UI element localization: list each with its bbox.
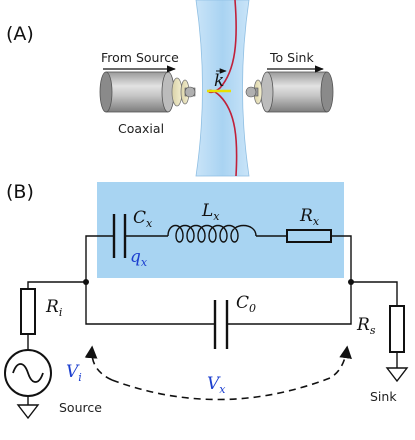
inductor-lx-coil — [167, 224, 257, 243]
resistor-rx — [286, 229, 332, 243]
c0-branch-wire-left — [85, 282, 214, 325]
k-vector-label: k — [214, 71, 224, 91]
source-branch-wire — [27, 281, 86, 289]
resistor-rx-label: Rx — [299, 206, 320, 228]
resistor-ri-label: Ri — [45, 297, 62, 319]
to-sink-label: To Sink — [269, 50, 314, 65]
sink-branch-wire — [351, 281, 398, 306]
coaxial-label: Coaxial — [118, 121, 164, 136]
source-ground-icon — [16, 404, 40, 420]
resistor-rs — [389, 305, 405, 353]
voltage-source-vi — [4, 349, 52, 397]
charge-qx-label: qx — [130, 247, 148, 269]
panel-a-label: (A) — [6, 23, 34, 45]
resistor-ri — [20, 288, 36, 335]
panel-b-label: (B) — [6, 181, 34, 203]
sink-label: Sink — [370, 389, 397, 404]
right-coaxial-cable — [245, 71, 334, 113]
inductor-lx-label: Lx — [201, 201, 220, 223]
voltage-vx-label: Vx — [207, 374, 226, 396]
top-branch-wire-left — [85, 235, 113, 282]
vx-dashed-arc — [111, 345, 352, 401]
vx-dashed-arrow — [84, 345, 113, 381]
sink-ground-icon — [385, 367, 409, 383]
resistor-rs-label: Rs — [356, 315, 376, 337]
c0-branch-wire-right — [228, 282, 352, 325]
capacitor-c0-label: C0 — [236, 293, 256, 315]
from-source-label: From Source — [101, 50, 179, 65]
capacitor-cx-label: Cx — [133, 208, 153, 230]
source-label: Source — [59, 400, 102, 415]
left-coaxial-cable — [99, 71, 196, 113]
top-branch-wire-end — [331, 235, 352, 282]
voltage-vi-label: Vi — [66, 362, 82, 384]
